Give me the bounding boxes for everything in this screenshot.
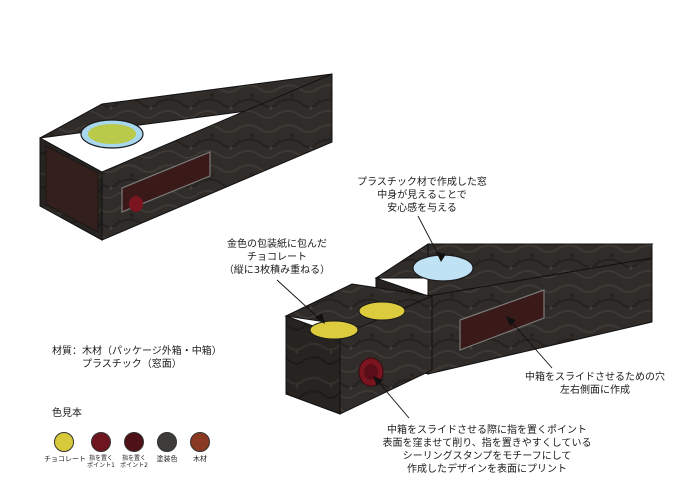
chocolate-2 — [359, 302, 405, 320]
chocolate-1 — [310, 321, 358, 339]
material-note-line-1: 材質：木材（パッケージ外箱・中箱） — [52, 345, 222, 358]
slot-note: 中箱をスライドさせるための穴 左右側面に作成 — [520, 371, 670, 397]
legend-swatch-wood: 木材 — [183, 432, 217, 463]
legend-swatch-point2: 指を置く ポイント2 — [116, 432, 152, 469]
legend-swatch-paint: 塗装色 — [150, 432, 184, 463]
closed-box-window-gold — [88, 124, 136, 144]
sleeve-window — [413, 255, 473, 281]
chocolate-note-line-1: 金色の包装紙に包んだ — [211, 238, 343, 251]
window-note-line-1: プラスチック材で作成した窓 — [324, 176, 520, 189]
slot-note-line-2: 左右側面に作成 — [520, 384, 670, 397]
swatch-point2-label-1: 指を置く — [116, 455, 152, 462]
swatch-paint-label: 塗装色 — [150, 455, 184, 463]
swatch-wood-label: 木材 — [183, 455, 217, 463]
legend-swatch-chocolate: チョコレート — [44, 432, 84, 463]
window-note-line-3: 安心感を与える — [324, 202, 520, 215]
swatch-wood-circle — [190, 432, 210, 452]
seal-note: 中箱をスライドさせる際に指を置くポイント 表面を窪ませて削り、指を置きやすくして… — [362, 424, 612, 476]
material-note: 材質：木材（パッケージ外箱・中箱） プラスチック（窓面） — [52, 345, 222, 371]
seal-note-line-2: 表面を窪ませて削り、指を置きやすくしている — [362, 437, 612, 450]
window-note: プラスチック材で作成した窓 中身が見えることで 安心感を与える — [324, 176, 520, 215]
swatch-chocolate-label: チョコレート — [44, 455, 84, 463]
swatch-point1-circle — [91, 432, 111, 452]
legend-swatch-point1: 指を置く ポイント1 — [83, 432, 119, 469]
window-note-line-2: 中身が見えることで — [324, 189, 520, 202]
seal-note-line-4: 作成したデザインを表面にプリント — [362, 463, 612, 476]
seal-note-line-1: 中箱をスライドさせる際に指を置くポイント — [362, 424, 612, 437]
chocolate-note: 金色の包装紙に包んだ チョコレート （縦に3枚積み重ねる） — [211, 238, 343, 277]
swatch-point2-circle — [124, 432, 144, 452]
swatch-chocolate-circle — [54, 432, 74, 452]
material-note-line-2: プラスチック（窓面） — [52, 358, 222, 371]
closed-box — [40, 74, 332, 240]
slot-note-line-1: 中箱をスライドさせるための穴 — [520, 371, 670, 384]
swatch-point2-label-2: ポイント2 — [116, 462, 152, 469]
swatch-point1-label-2: ポイント1 — [83, 462, 119, 469]
closed-box-seal — [129, 196, 143, 212]
seal-note-line-3: シーリングスタンプをモチーフにして — [362, 450, 612, 463]
chocolate-note-line-3: （縦に3枚積み重ねる） — [211, 264, 343, 277]
swatch-paint-circle — [157, 432, 177, 452]
swatch-point1-label-1: 指を置く — [83, 455, 119, 462]
chocolate-note-line-2: チョコレート — [211, 251, 343, 264]
legend-title: 色見本 — [52, 407, 82, 420]
